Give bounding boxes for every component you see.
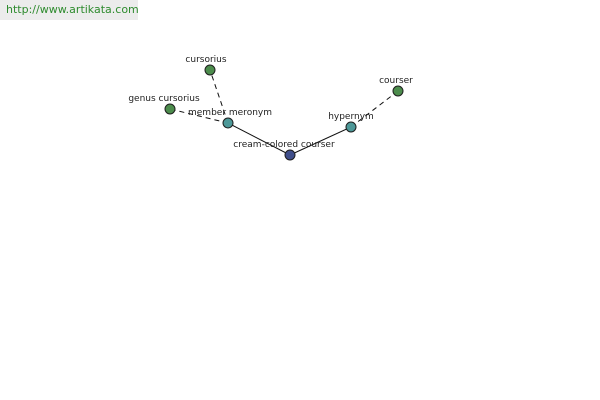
node-member-meronym[interactable] (222, 117, 234, 129)
watermark-url[interactable]: http://www.artikata.com (0, 0, 139, 20)
edge-hypernym-to-courser (350, 90, 399, 128)
node-label-courser: courser (379, 76, 413, 86)
edge-root-to-hypernym (289, 126, 352, 156)
node-courser[interactable] (392, 85, 404, 97)
edge-member-meronym-to-cursorius (209, 69, 229, 124)
node-hypernym[interactable] (345, 121, 357, 133)
node-genus-cursorius[interactable] (164, 103, 176, 115)
graph-nodes (164, 64, 404, 161)
edge-root-to-member-meronym (227, 122, 291, 156)
node-root[interactable] (284, 149, 296, 161)
node-label-root: cream-colored courser (233, 140, 335, 150)
node-label-cursorius: cursorius (185, 55, 226, 65)
node-label-genus-cursorius: genus cursorius (128, 94, 200, 104)
graph-labels: cream-colored courser member meronym hyper… (128, 55, 413, 150)
node-label-member-meronym: member meronym (188, 108, 272, 118)
edge-member-meronym-to-genus-cursorius (169, 108, 229, 124)
graph-edges (169, 69, 399, 156)
node-label-hypernym: hypernym (328, 112, 374, 122)
node-cursorius[interactable] (204, 64, 216, 76)
